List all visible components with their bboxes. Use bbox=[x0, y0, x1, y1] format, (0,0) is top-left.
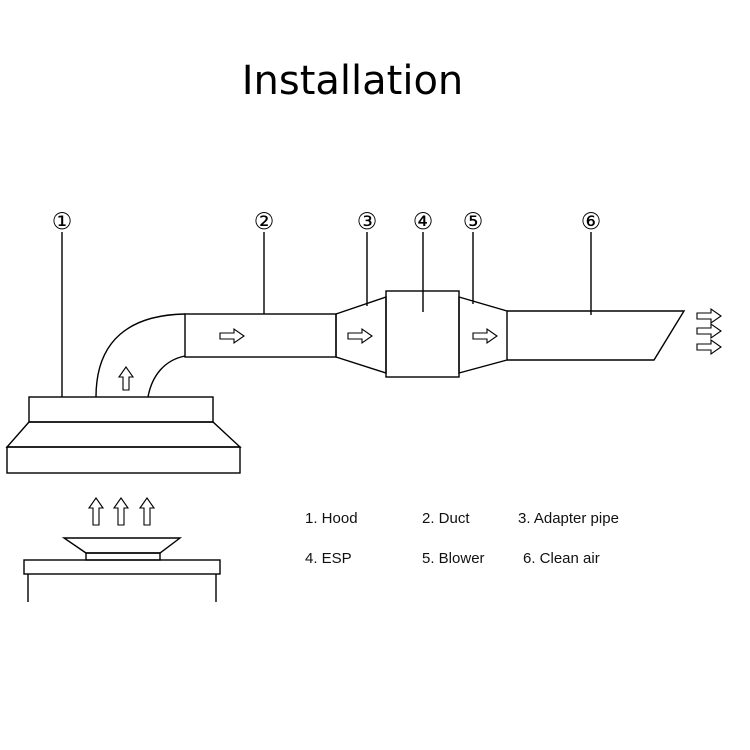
arrow-up-icon bbox=[138, 497, 156, 526]
stove-pan bbox=[61, 537, 183, 554]
flow-arrows bbox=[87, 307, 722, 526]
arrow-up-icon bbox=[112, 497, 130, 526]
arrow-up-icon bbox=[87, 497, 105, 526]
callout-1: ① bbox=[52, 209, 73, 235]
hood bbox=[5, 396, 242, 474]
stove-top bbox=[23, 559, 221, 575]
outlet-duct bbox=[507, 310, 686, 361]
duct bbox=[184, 313, 337, 358]
arrow-right-icon bbox=[696, 322, 722, 340]
callout-2: ② bbox=[254, 209, 275, 235]
diagram-title: Installation bbox=[241, 58, 464, 104]
legend-blower: 5. Blower bbox=[422, 550, 485, 567]
hood-upper bbox=[28, 396, 214, 423]
stove-base bbox=[85, 552, 161, 561]
stove bbox=[23, 537, 221, 602]
callout-4: ④ bbox=[413, 209, 434, 235]
arrow-right-icon bbox=[347, 327, 373, 345]
legend-duct: 2. Duct bbox=[422, 510, 470, 527]
legend-adapter-pipe: 3. Adapter pipe bbox=[518, 510, 619, 527]
hood-lower bbox=[6, 446, 241, 474]
arrow-right-icon bbox=[472, 327, 498, 345]
arrow-right-icon bbox=[696, 338, 722, 356]
adapter-pipe bbox=[335, 296, 387, 374]
leader-lines bbox=[61, 232, 592, 397]
callouts: ① ② ③ ④ ⑤ ⑥ bbox=[52, 209, 602, 235]
callout-5: ⑤ bbox=[463, 209, 484, 235]
callout-6: ⑥ bbox=[581, 209, 602, 235]
blower bbox=[458, 296, 508, 374]
legend-hood: 1. Hood bbox=[305, 510, 358, 527]
hood-skirt bbox=[5, 421, 242, 448]
legend-clean-air: 6. Clean air bbox=[523, 550, 600, 567]
legend-esp: 4. ESP bbox=[305, 550, 352, 567]
callout-3: ③ bbox=[357, 209, 378, 235]
arrow-right-icon bbox=[219, 327, 245, 345]
elbow-duct bbox=[95, 313, 186, 398]
arrow-up-icon bbox=[117, 366, 135, 391]
arrow-right-icon bbox=[696, 307, 722, 325]
